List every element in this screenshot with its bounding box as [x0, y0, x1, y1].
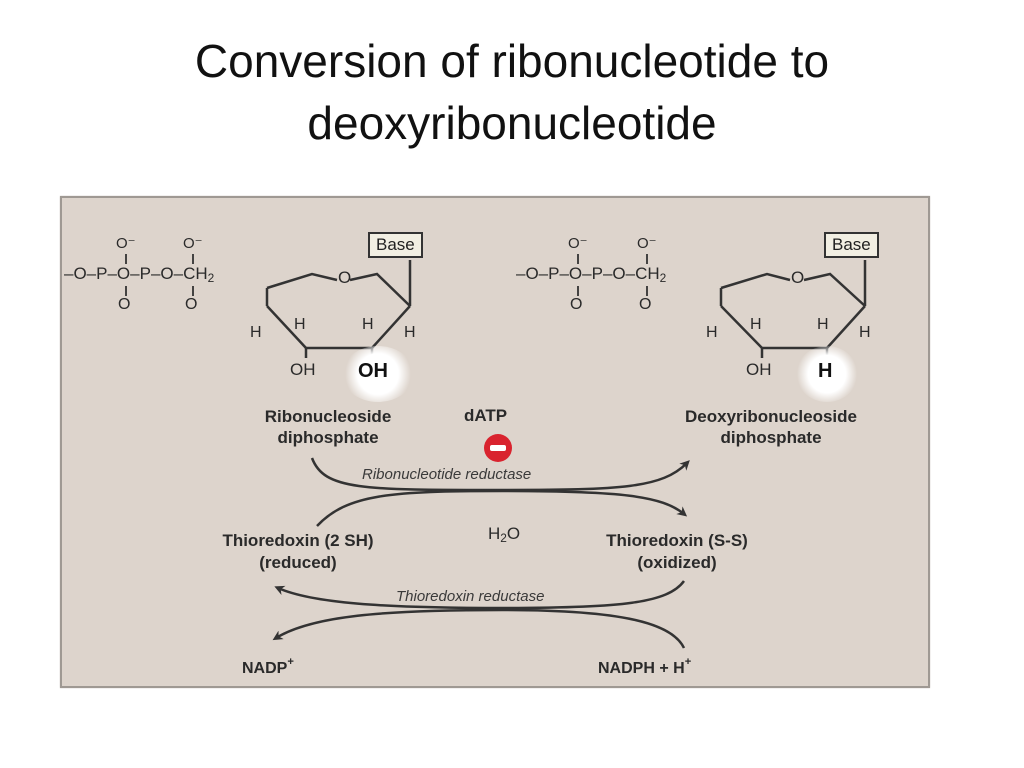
left-oh-3prime: OH [290, 360, 316, 379]
right-h-2prime-top: H [817, 316, 829, 333]
water-label: H2O [488, 524, 521, 545]
ribonucleotide-reductase-label: Ribonucleotide reductase [362, 466, 532, 483]
left-ribose-ring [265, 260, 412, 358]
left-o-minus-2: O⁻ [183, 235, 203, 252]
left-o-double-2: O [185, 296, 198, 313]
thioredoxin-reductase-arrow [274, 580, 686, 610]
phosphate-bonds [125, 254, 648, 296]
right-ring-oxygen: O [791, 268, 805, 287]
right-o-minus-2: O⁻ [637, 235, 657, 252]
nadp-label: NADP+ [242, 656, 294, 677]
right-h-2prime-highlighted: H [818, 360, 833, 382]
datp-label: dATP [464, 406, 508, 425]
left-molecule-name: Ribonucleoside diphosphate [264, 407, 392, 447]
oh-highlight-glow [342, 346, 414, 402]
slide-title: Conversion of ribonucleotide to deoxyrib… [0, 30, 1024, 154]
right-base-box: Base [824, 232, 879, 258]
left-ring-oxygen: O [338, 268, 352, 287]
thioredoxin-oxidized-label: Thioredoxin (S-S) (oxidized) [606, 531, 748, 572]
right-o-double-1: O [570, 296, 583, 313]
right-o-double-2: O [639, 296, 652, 313]
inhibition-minus-icon [484, 434, 512, 462]
h-highlight-glow [796, 346, 858, 402]
left-h-1prime: H [404, 324, 416, 341]
title-line-1: Conversion of ribonucleotide to [194, 35, 830, 87]
right-o-minus-1: O⁻ [568, 235, 588, 252]
left-h-2prime: H [362, 316, 374, 333]
left-o-double-1: O [118, 296, 131, 313]
thioredoxin-reduced-label: Thioredoxin (2 SH) (reduced) [222, 531, 374, 572]
title-line-2: deoxyribonucleotide [307, 97, 717, 149]
left-phosphate-chain: –O–P–O–P–O–CH2 [64, 264, 215, 285]
left-oh-2prime-highlighted: OH [358, 360, 388, 382]
left-base-box: Base [368, 232, 423, 258]
thioredoxin-oxidation-arrow [316, 489, 688, 527]
left-h-3prime: H [294, 316, 306, 333]
left-h-4prime: H [250, 324, 262, 341]
right-h-4prime: H [706, 324, 718, 341]
nadph-label: NADPH + H+ [598, 656, 692, 677]
nadph-oxidation-arrow [272, 608, 686, 649]
right-h-3prime: H [750, 316, 762, 333]
right-oh-3prime: OH [746, 360, 772, 379]
thioredoxin-reductase-label: Thioredoxin reductase [396, 588, 545, 605]
right-phosphate-chain: –O–P–O–P–O–CH2 [516, 264, 667, 285]
reaction-figure: O⁻ O⁻ –O–P–O–P–O–CH2 O O O Base H H H H … [60, 196, 930, 688]
right-molecule-name: Deoxyribonucleoside diphosphate [685, 407, 857, 447]
right-h-1prime: H [859, 324, 871, 341]
left-o-minus-1: O⁻ [116, 235, 136, 252]
